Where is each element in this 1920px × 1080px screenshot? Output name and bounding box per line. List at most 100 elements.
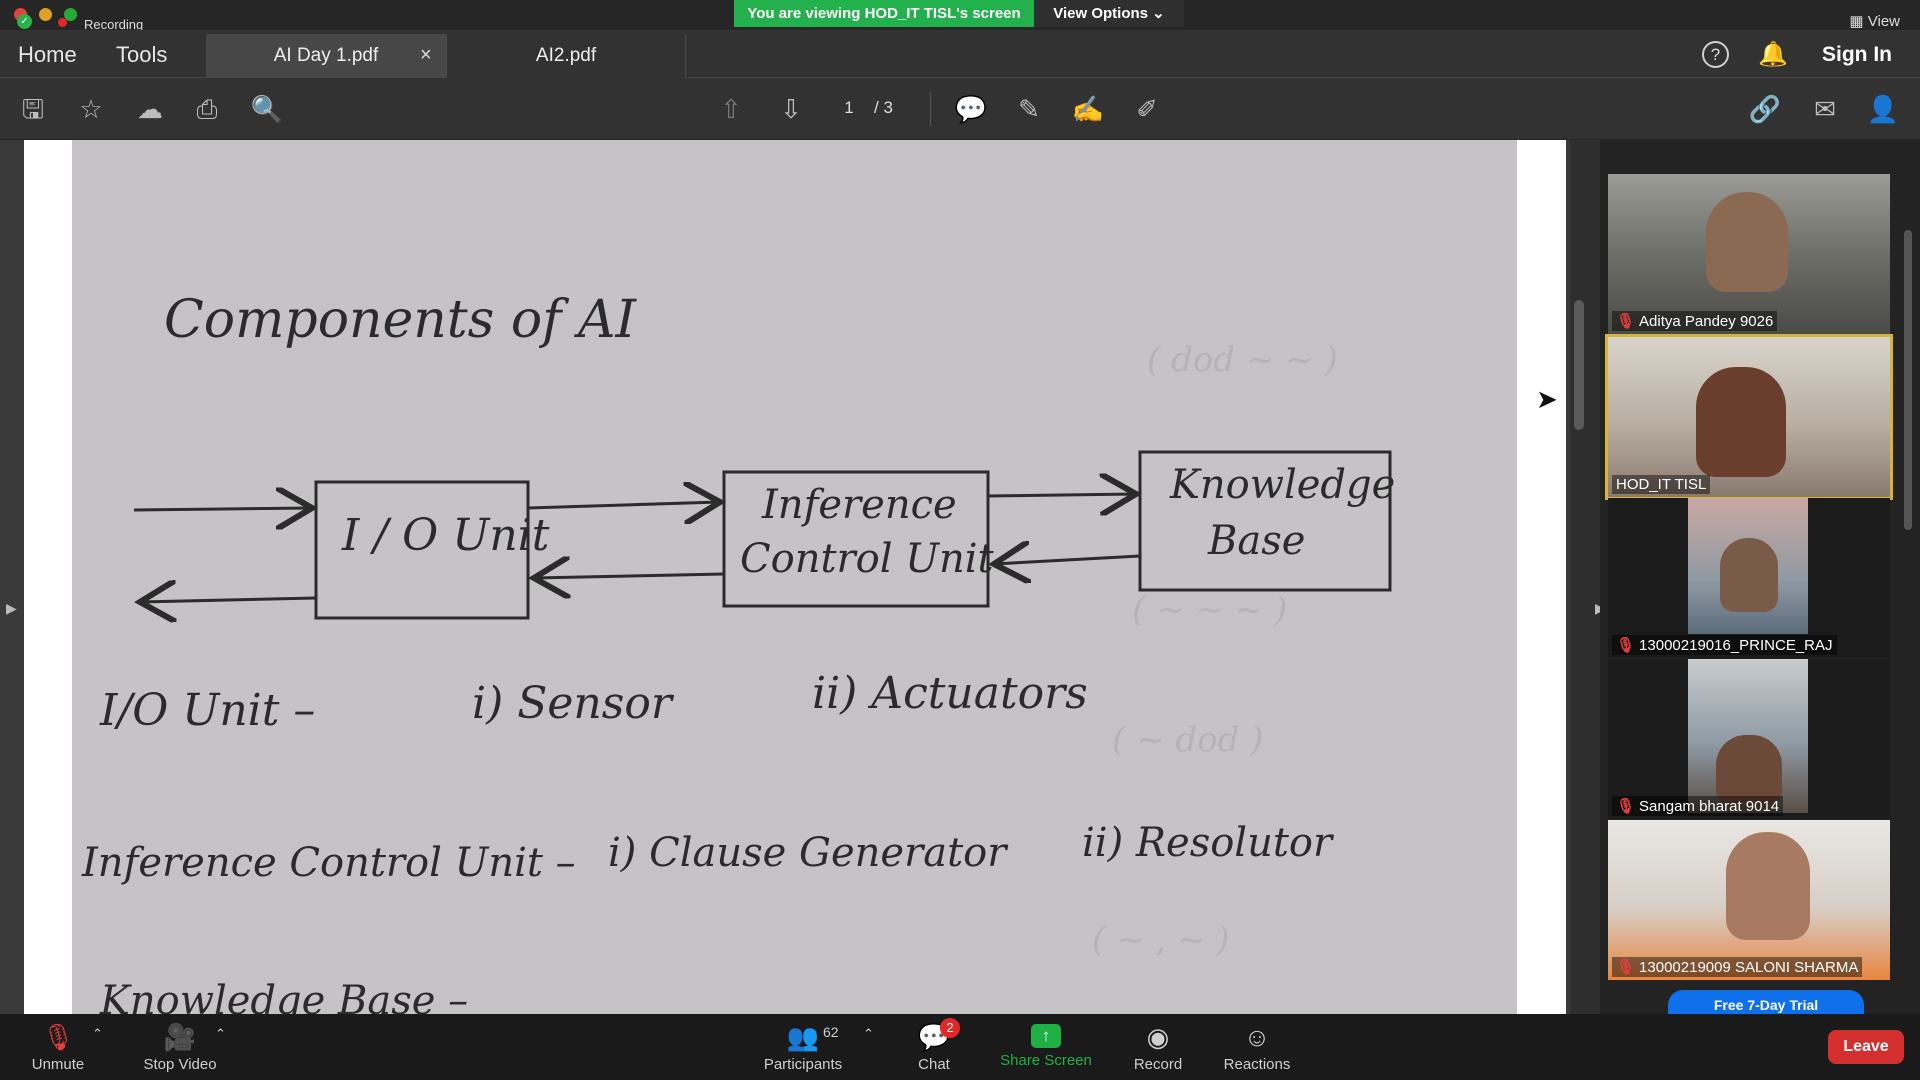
audio-options-caret-icon[interactable]: ⌃ (92, 1026, 103, 1041)
stop-video-label: Stop Video (143, 1056, 217, 1073)
previous-page-icon[interactable]: ⇧ (720, 94, 742, 124)
draw-icon[interactable]: ✍ (1071, 94, 1105, 124)
share-screen-button[interactable]: ↑ Share Screen (996, 1014, 1096, 1080)
share-link-icon[interactable]: 🔗 (1748, 94, 1782, 124)
reactions-button[interactable]: ☺ Reactions (1222, 1014, 1292, 1080)
avatar (1720, 538, 1778, 612)
mic-muted-icon: 🎙 (1616, 959, 1636, 976)
record-button[interactable]: ◉ Record (1128, 1014, 1188, 1080)
leave-button[interactable]: Leave (1828, 1030, 1904, 1064)
video-tile[interactable]: 🎙Sangam bharat 9014 (1608, 659, 1890, 819)
video-options-caret-icon[interactable]: ⌃ (215, 1026, 226, 1041)
share-screen-icon: ↑ (1031, 1024, 1061, 1048)
record-label: Record (1133, 1056, 1183, 1073)
notes-heading: Components of AI (164, 290, 637, 350)
knowledge-label-line2: Base (1208, 518, 1306, 564)
tab-ai2[interactable]: AI2.pdf (446, 34, 686, 78)
next-page-icon[interactable]: ⇩ (780, 94, 802, 124)
view-label: View (1867, 13, 1900, 30)
avatar (1706, 192, 1788, 292)
unmute-button[interactable]: 🎙 Unmute (22, 1014, 94, 1080)
tab-label: AI2.pdf (535, 45, 597, 66)
io-unit-heading: I/O Unit – (100, 685, 316, 736)
print-icon[interactable]: ⎙ (196, 94, 218, 124)
help-icon[interactable]: ? (1702, 41, 1729, 68)
mic-muted-icon: 🎙 (1616, 313, 1636, 330)
chevron-down-icon: ⌄ (1152, 5, 1165, 22)
document-scrollbar-track[interactable] (1570, 140, 1600, 1014)
avatar (1726, 832, 1810, 940)
view-options-label: View Options (1053, 5, 1148, 22)
inference-label-line1: Inference (762, 482, 957, 528)
maximize-window-button[interactable] (64, 8, 77, 21)
shield-icon: ✓ (17, 14, 32, 29)
save-icon[interactable]: 🖫 (21, 94, 45, 124)
participant-name: 🎙Aditya Pandey 9026 (1612, 311, 1778, 331)
star-icon[interactable]: ☆ (79, 94, 103, 124)
highlight-pen-icon[interactable]: ✎ (1018, 94, 1040, 124)
avatar (1716, 735, 1782, 805)
video-tile[interactable]: 🎙13000219009 SALONI SHARMA (1608, 820, 1890, 980)
close-tab-icon[interactable]: × (420, 44, 432, 66)
io-unit-label: I / O Unit (342, 510, 550, 561)
participant-name: 🎙Sangam bharat 9014 (1612, 796, 1784, 816)
acrobat-toolbar: 🖫 ☆ ☁ ⎙ 🔍 ⇧ ⇩ 1 / 3 💬 ✎ ✍ ✐ 🔗 ✉ 👤 (0, 78, 1920, 140)
chat-label: Chat (918, 1056, 950, 1073)
stop-video-button[interactable]: 🎥 Stop Video (132, 1014, 228, 1080)
zoom-search-icon[interactable]: 🔍 (250, 94, 284, 124)
stamp-icon[interactable]: ✐ (1136, 94, 1158, 124)
mouse-cursor-icon: ➤ (1536, 384, 1558, 414)
video-tile[interactable]: 🎙Aditya Pandey 9026 (1608, 174, 1890, 334)
input-arrow (133, 508, 312, 510)
participant-name-text: 13000219009 SALONI SHARMA (1639, 959, 1859, 976)
bleed-through-text: ( ~ dod ) (1112, 720, 1264, 760)
io-unit-box (314, 480, 530, 620)
video-tile[interactable]: HOD_IT TISL (1605, 334, 1893, 500)
viewing-screen-banner: You are viewing HOD_IT TISL's screen (734, 0, 1034, 27)
comment-icon[interactable]: 💬 (954, 94, 988, 124)
tab-label: AI Day 1.pdf (273, 45, 379, 66)
tools-nav-link[interactable]: Tools (116, 42, 168, 67)
recording-dot-icon (58, 18, 67, 27)
inference-item-clause-generator: i) Clause Generator (608, 830, 1007, 876)
add-user-icon[interactable]: 👤 (1866, 94, 1900, 124)
email-icon[interactable]: ✉ (1814, 94, 1836, 124)
inference-to-knowledge-arrow (987, 494, 1136, 496)
participant-panel-scrollbar[interactable] (1904, 230, 1912, 530)
participant-name: 🎙13000219016_PRINCE_RAJ (1612, 635, 1837, 655)
inference-to-io-arrow (534, 574, 725, 578)
io-item-actuators: ii) Actuators (812, 668, 1088, 719)
video-camera-icon: 🎥 (163, 1022, 197, 1052)
chat-unread-badge: 2 (940, 1018, 960, 1038)
view-button[interactable]: ▦ View (1849, 12, 1900, 30)
cloud-upload-icon[interactable]: ☁ (137, 94, 163, 124)
knowledge-base-box (1138, 450, 1392, 592)
bleed-through-text: ( ~ , ~ ) (1092, 920, 1230, 960)
tab-ai-day-1[interactable]: AI Day 1.pdf (206, 34, 446, 78)
inference-label-line2: Control Unit (740, 536, 994, 582)
view-options-button[interactable]: View Options ⌄ (1034, 0, 1184, 27)
bleed-through-text: ( ~ ~ ~ ) (1132, 590, 1288, 630)
sign-in-button[interactable]: Sign In (1822, 43, 1892, 66)
page-number-input[interactable]: 1 (844, 98, 854, 117)
participants-label: Participants (763, 1056, 843, 1073)
grid-icon: ▦ (1849, 13, 1864, 30)
reactions-label: Reactions (1223, 1056, 1291, 1073)
output-arrow (140, 598, 317, 602)
participants-button[interactable]: 👥 Participants (756, 1014, 850, 1080)
document-scrollbar-thumb[interactable] (1574, 300, 1584, 430)
home-nav-link[interactable]: Home (18, 42, 77, 67)
video-tile[interactable]: 🎙13000219016_PRINCE_RAJ (1608, 498, 1890, 658)
participants-options-caret-icon[interactable]: ⌃ (863, 1026, 874, 1041)
unmute-label: Unmute (31, 1056, 85, 1073)
inference-unit-heading: Inference Control Unit – (82, 840, 576, 886)
document-viewer[interactable]: ▶ ( dod ~ ~ ) ( ~ ~ ~ ) ( ~ dod ) ( ~ , … (0, 140, 1606, 1014)
meeting-control-bar: 🎙 Unmute ⌃ 🎥 Stop Video ⌃ 👥 Participants… (0, 1014, 1920, 1080)
expand-left-panel-icon[interactable]: ▶ (6, 600, 17, 616)
toolbar-divider (930, 92, 931, 126)
bell-icon[interactable]: 🔔 (1758, 41, 1788, 68)
acrobat-tab-bar: Home Tools AI Day 1.pdf × AI2.pdf ? 🔔 Si… (0, 30, 1920, 78)
knowledge-label-line1: Knowledge (1170, 462, 1396, 508)
minimize-window-button[interactable] (39, 8, 52, 21)
participant-name-text: HOD_IT TISL (1616, 476, 1707, 493)
